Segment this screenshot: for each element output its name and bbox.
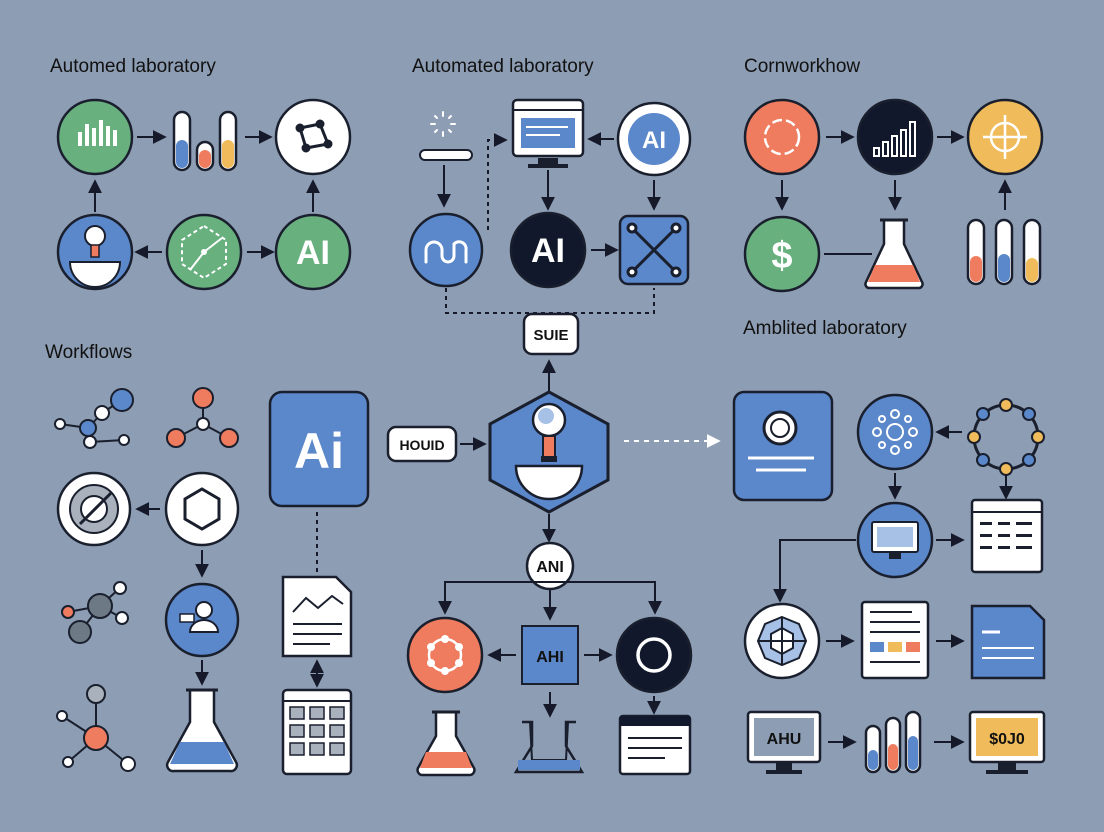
ai-dark-label: AI <box>531 232 565 270</box>
flask-icon-left <box>165 688 239 773</box>
ai-big-label: Ai <box>294 423 344 479</box>
crossed-tools-icon <box>626 222 682 278</box>
network-node <box>165 213 243 291</box>
dark-ring-node <box>615 616 693 694</box>
lightbulb-icon <box>68 225 122 288</box>
dark-chart-node <box>856 98 934 176</box>
ai-green-node: AI <box>274 213 352 291</box>
bead-ring-icon <box>967 398 1045 476</box>
network-hub-node <box>856 393 934 471</box>
molecule-icon <box>295 119 333 153</box>
bar-chart-icon <box>78 120 117 146</box>
test-tubes-icon <box>172 110 238 172</box>
beakers-icon <box>513 720 585 774</box>
form-document-icon <box>860 600 930 680</box>
sojo-label: $0J0 <box>989 731 1025 748</box>
molecule-icon-4 <box>56 684 136 772</box>
houid-badge: HOUID <box>386 425 458 463</box>
ahi-label: AHI <box>536 649 564 666</box>
ai-white-label: AI <box>642 127 666 154</box>
chart-icon <box>873 121 916 157</box>
orange-cycle-node <box>743 98 821 176</box>
test-tubes-icon-right <box>966 218 1042 286</box>
section-title-automated-laboratory: Automated laboratory <box>412 56 594 77</box>
microscope-light-icon <box>419 111 473 161</box>
tools-node <box>618 214 690 286</box>
ring-icon <box>636 637 672 673</box>
ahu-monitor-icon: AHU <box>746 710 822 774</box>
ai-dark-node: AI <box>509 211 587 289</box>
bar-chart-node <box>56 98 134 176</box>
gauge-needle-icon <box>78 490 114 526</box>
section-title-cornworkhow: Cornworkhow <box>744 56 860 77</box>
ai-green-label: AI <box>296 234 330 272</box>
wave-node <box>408 212 484 288</box>
monitor-icon <box>871 521 919 559</box>
lightbulb-icon-center <box>514 402 584 501</box>
gauge-node <box>56 471 132 547</box>
blue-document-icon <box>970 604 1046 680</box>
section-title-automed-laboratory: Automed laboratory <box>50 56 216 77</box>
cycle-icon <box>763 118 801 156</box>
polygon-icon <box>756 615 808 667</box>
molecule-icon-2 <box>166 387 239 448</box>
ahi-badge: AHI <box>521 625 579 685</box>
section-title-workflows: Workflows <box>45 342 132 363</box>
user-icon <box>179 601 220 633</box>
dollar-node: $ <box>743 215 821 293</box>
ai-big-node: Ai <box>268 390 370 508</box>
suie-label: SUIE <box>533 327 568 344</box>
suie-badge: SUIE <box>522 312 580 356</box>
network-icon <box>181 224 227 280</box>
target-document-node <box>732 390 834 502</box>
hexagon-lightbulb-node <box>488 390 610 514</box>
molecule-icon-3 <box>61 581 129 644</box>
browser-window-icon <box>618 714 692 776</box>
hexagon-icon <box>183 487 221 531</box>
monitor-icon-top <box>511 98 585 168</box>
document-chart-icon <box>281 575 353 658</box>
lightbulb-node <box>56 213 134 291</box>
molecule-icon-1 <box>54 388 134 449</box>
spreadsheet-icon <box>281 688 353 776</box>
hub-icon <box>872 409 918 455</box>
ring-network-icon <box>427 635 463 675</box>
houid-label: HOUID <box>399 437 444 453</box>
molecule-node <box>274 98 352 176</box>
user-node <box>164 582 240 658</box>
table-window-icon <box>970 498 1044 574</box>
ai-white-node: AI <box>616 101 692 177</box>
sojo-monitor-icon: $0J0 <box>968 710 1046 774</box>
section-title-amblited-laboratory: Amblited laboratory <box>743 318 907 339</box>
ani-badge: ANI <box>525 541 575 591</box>
hexagon-node <box>164 471 240 547</box>
monitor-node <box>856 501 934 579</box>
ani-label: ANI <box>536 559 564 576</box>
crosshair-icon <box>983 115 1027 159</box>
flask-icon-center <box>416 710 476 777</box>
flask-icon-top <box>864 218 924 290</box>
dollar-label: $ <box>771 235 792 277</box>
target-node <box>966 98 1044 176</box>
polygon-node <box>743 602 821 680</box>
test-tubes-icon-bottom <box>864 710 922 774</box>
ahu-label: AHU <box>767 731 802 748</box>
orange-network-node <box>406 616 484 694</box>
wave-icon <box>424 240 468 264</box>
